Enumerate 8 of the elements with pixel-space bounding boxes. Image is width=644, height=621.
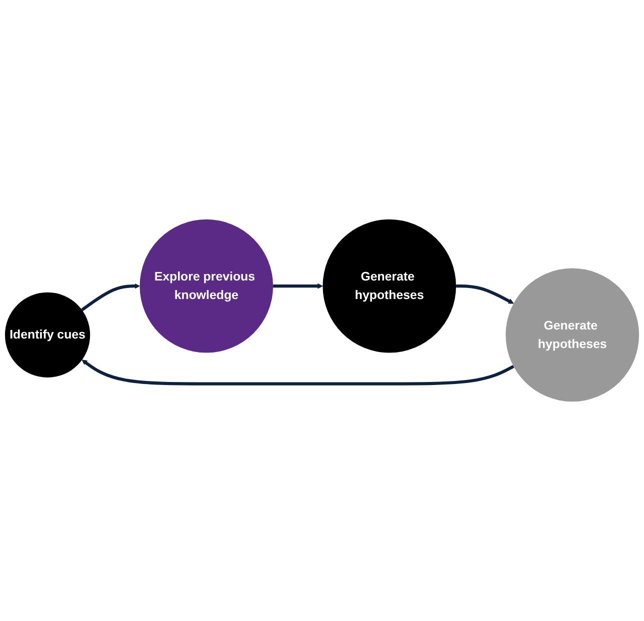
node-circle: Identify cues [4,292,90,378]
arrow [456,284,514,304]
arrow [273,283,323,289]
node-circle: Explore previous knowledge [140,219,274,353]
node-circle: Generate hypotheses [506,268,640,402]
arrow [81,283,140,312]
node-circle: Generate hypotheses [322,219,456,353]
arrow [82,360,514,386]
